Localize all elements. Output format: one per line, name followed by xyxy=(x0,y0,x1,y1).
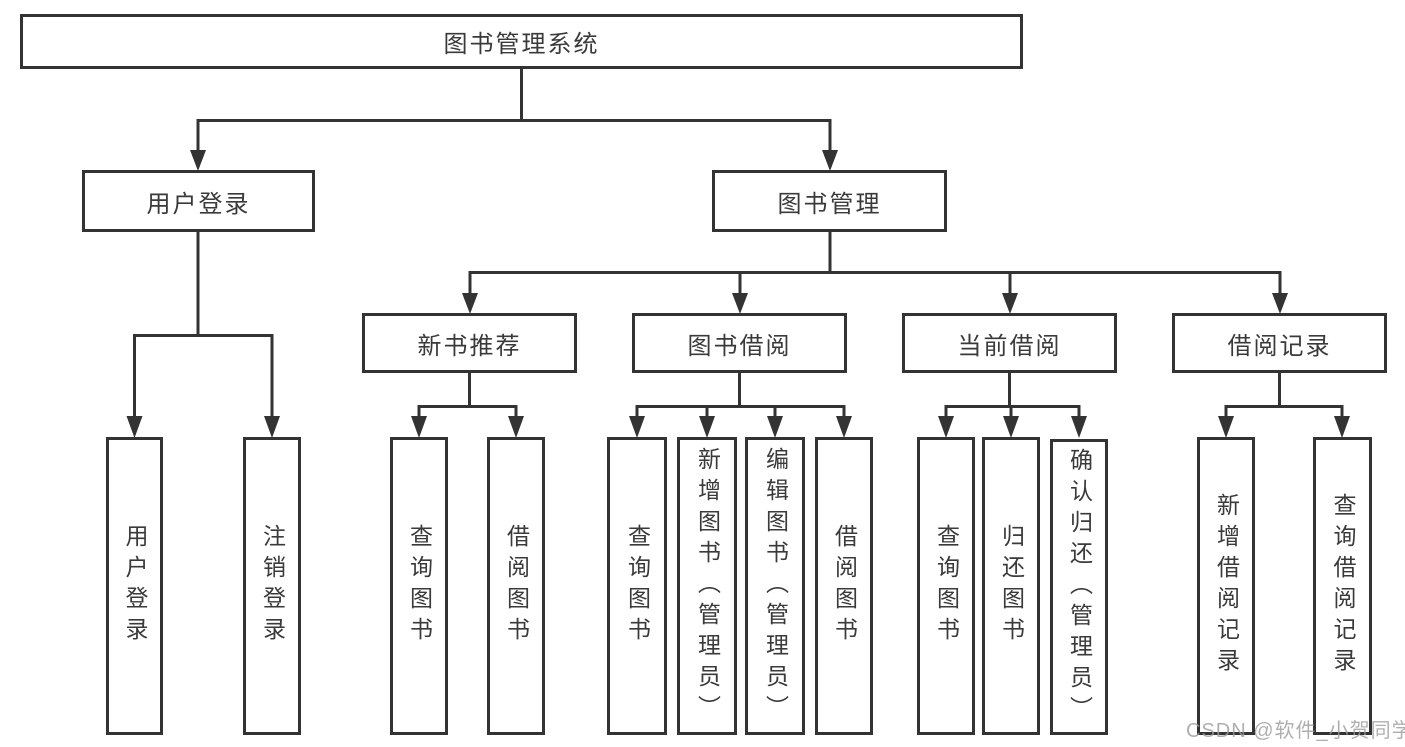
leaf-return-books: 归还图书 xyxy=(982,437,1040,735)
leaf-edit-book-admin: 编辑图书（管理员） xyxy=(745,437,805,735)
leaf-borrow-books-recommend: 借阅图书 xyxy=(487,437,545,735)
leaf-query-books-current-label: 查询图书 xyxy=(933,524,960,648)
leaf-query-books-recommend: 查询图书 xyxy=(390,437,448,735)
leaf-borrow-books-borrowing-label: 借阅图书 xyxy=(831,524,858,648)
csdn-watermark: CSDN @软件_小贺同学 xyxy=(1186,720,1405,742)
leaf-add-book-admin-label: 新增图书（管理员） xyxy=(694,446,721,726)
node-book-borrowing: 图书借阅 xyxy=(632,313,847,373)
leaf-add-borrow-record-label: 新增借阅记录 xyxy=(1213,493,1240,679)
leaf-edit-book-admin-label: 编辑图书（管理员） xyxy=(762,446,789,726)
node-book-management: 图书管理 xyxy=(712,170,947,232)
leaf-return-books-label: 归还图书 xyxy=(998,524,1025,648)
node-user-login-label: 用户登录 xyxy=(146,190,251,218)
leaf-borrow-books-recommend-label: 借阅图书 xyxy=(503,524,530,648)
leaf-query-borrow-record: 查询借阅记录 xyxy=(1313,437,1372,735)
node-library-system: 图书管理系统 xyxy=(20,14,1023,69)
leaf-query-books-recommend-label: 查询图书 xyxy=(406,524,433,648)
leaf-user-login-label: 用户登录 xyxy=(122,524,148,648)
leaf-borrow-books-borrowing: 借阅图书 xyxy=(815,437,873,735)
leaf-logout-label: 注销登录 xyxy=(259,524,286,648)
node-user-login: 用户登录 xyxy=(82,170,315,232)
leaf-user-login: 用户登录 xyxy=(106,437,163,735)
node-book-borrowing-label: 图书借阅 xyxy=(687,332,792,360)
leaf-query-books-borrowing: 查询图书 xyxy=(607,437,667,735)
leaf-confirm-return-admin-label: 确认归还（管理员） xyxy=(1066,447,1093,727)
node-new-book-recommendation-label: 新书推荐 xyxy=(417,332,522,360)
node-library-system-label: 图书管理系统 xyxy=(443,31,600,58)
node-book-management-label: 图书管理 xyxy=(777,190,882,218)
leaf-logout: 注销登录 xyxy=(243,437,301,735)
leaf-query-books-borrowing-label: 查询图书 xyxy=(624,524,651,648)
node-new-book-recommendation: 新书推荐 xyxy=(362,313,577,373)
node-borrowing-records: 借阅记录 xyxy=(1172,313,1387,373)
leaf-query-books-current: 查询图书 xyxy=(917,437,975,735)
leaf-add-book-admin: 新增图书（管理员） xyxy=(677,437,737,735)
leaf-query-borrow-record-label: 查询借阅记录 xyxy=(1330,493,1356,679)
arrowhead-icons xyxy=(126,150,1350,438)
node-current-borrowing-label: 当前借阅 xyxy=(957,332,1062,360)
leaf-confirm-return-admin: 确认归还（管理员） xyxy=(1050,439,1108,735)
node-borrowing-records-label: 借阅记录 xyxy=(1227,332,1332,360)
leaf-add-borrow-record: 新增借阅记录 xyxy=(1197,437,1255,735)
node-current-borrowing: 当前借阅 xyxy=(902,313,1117,373)
